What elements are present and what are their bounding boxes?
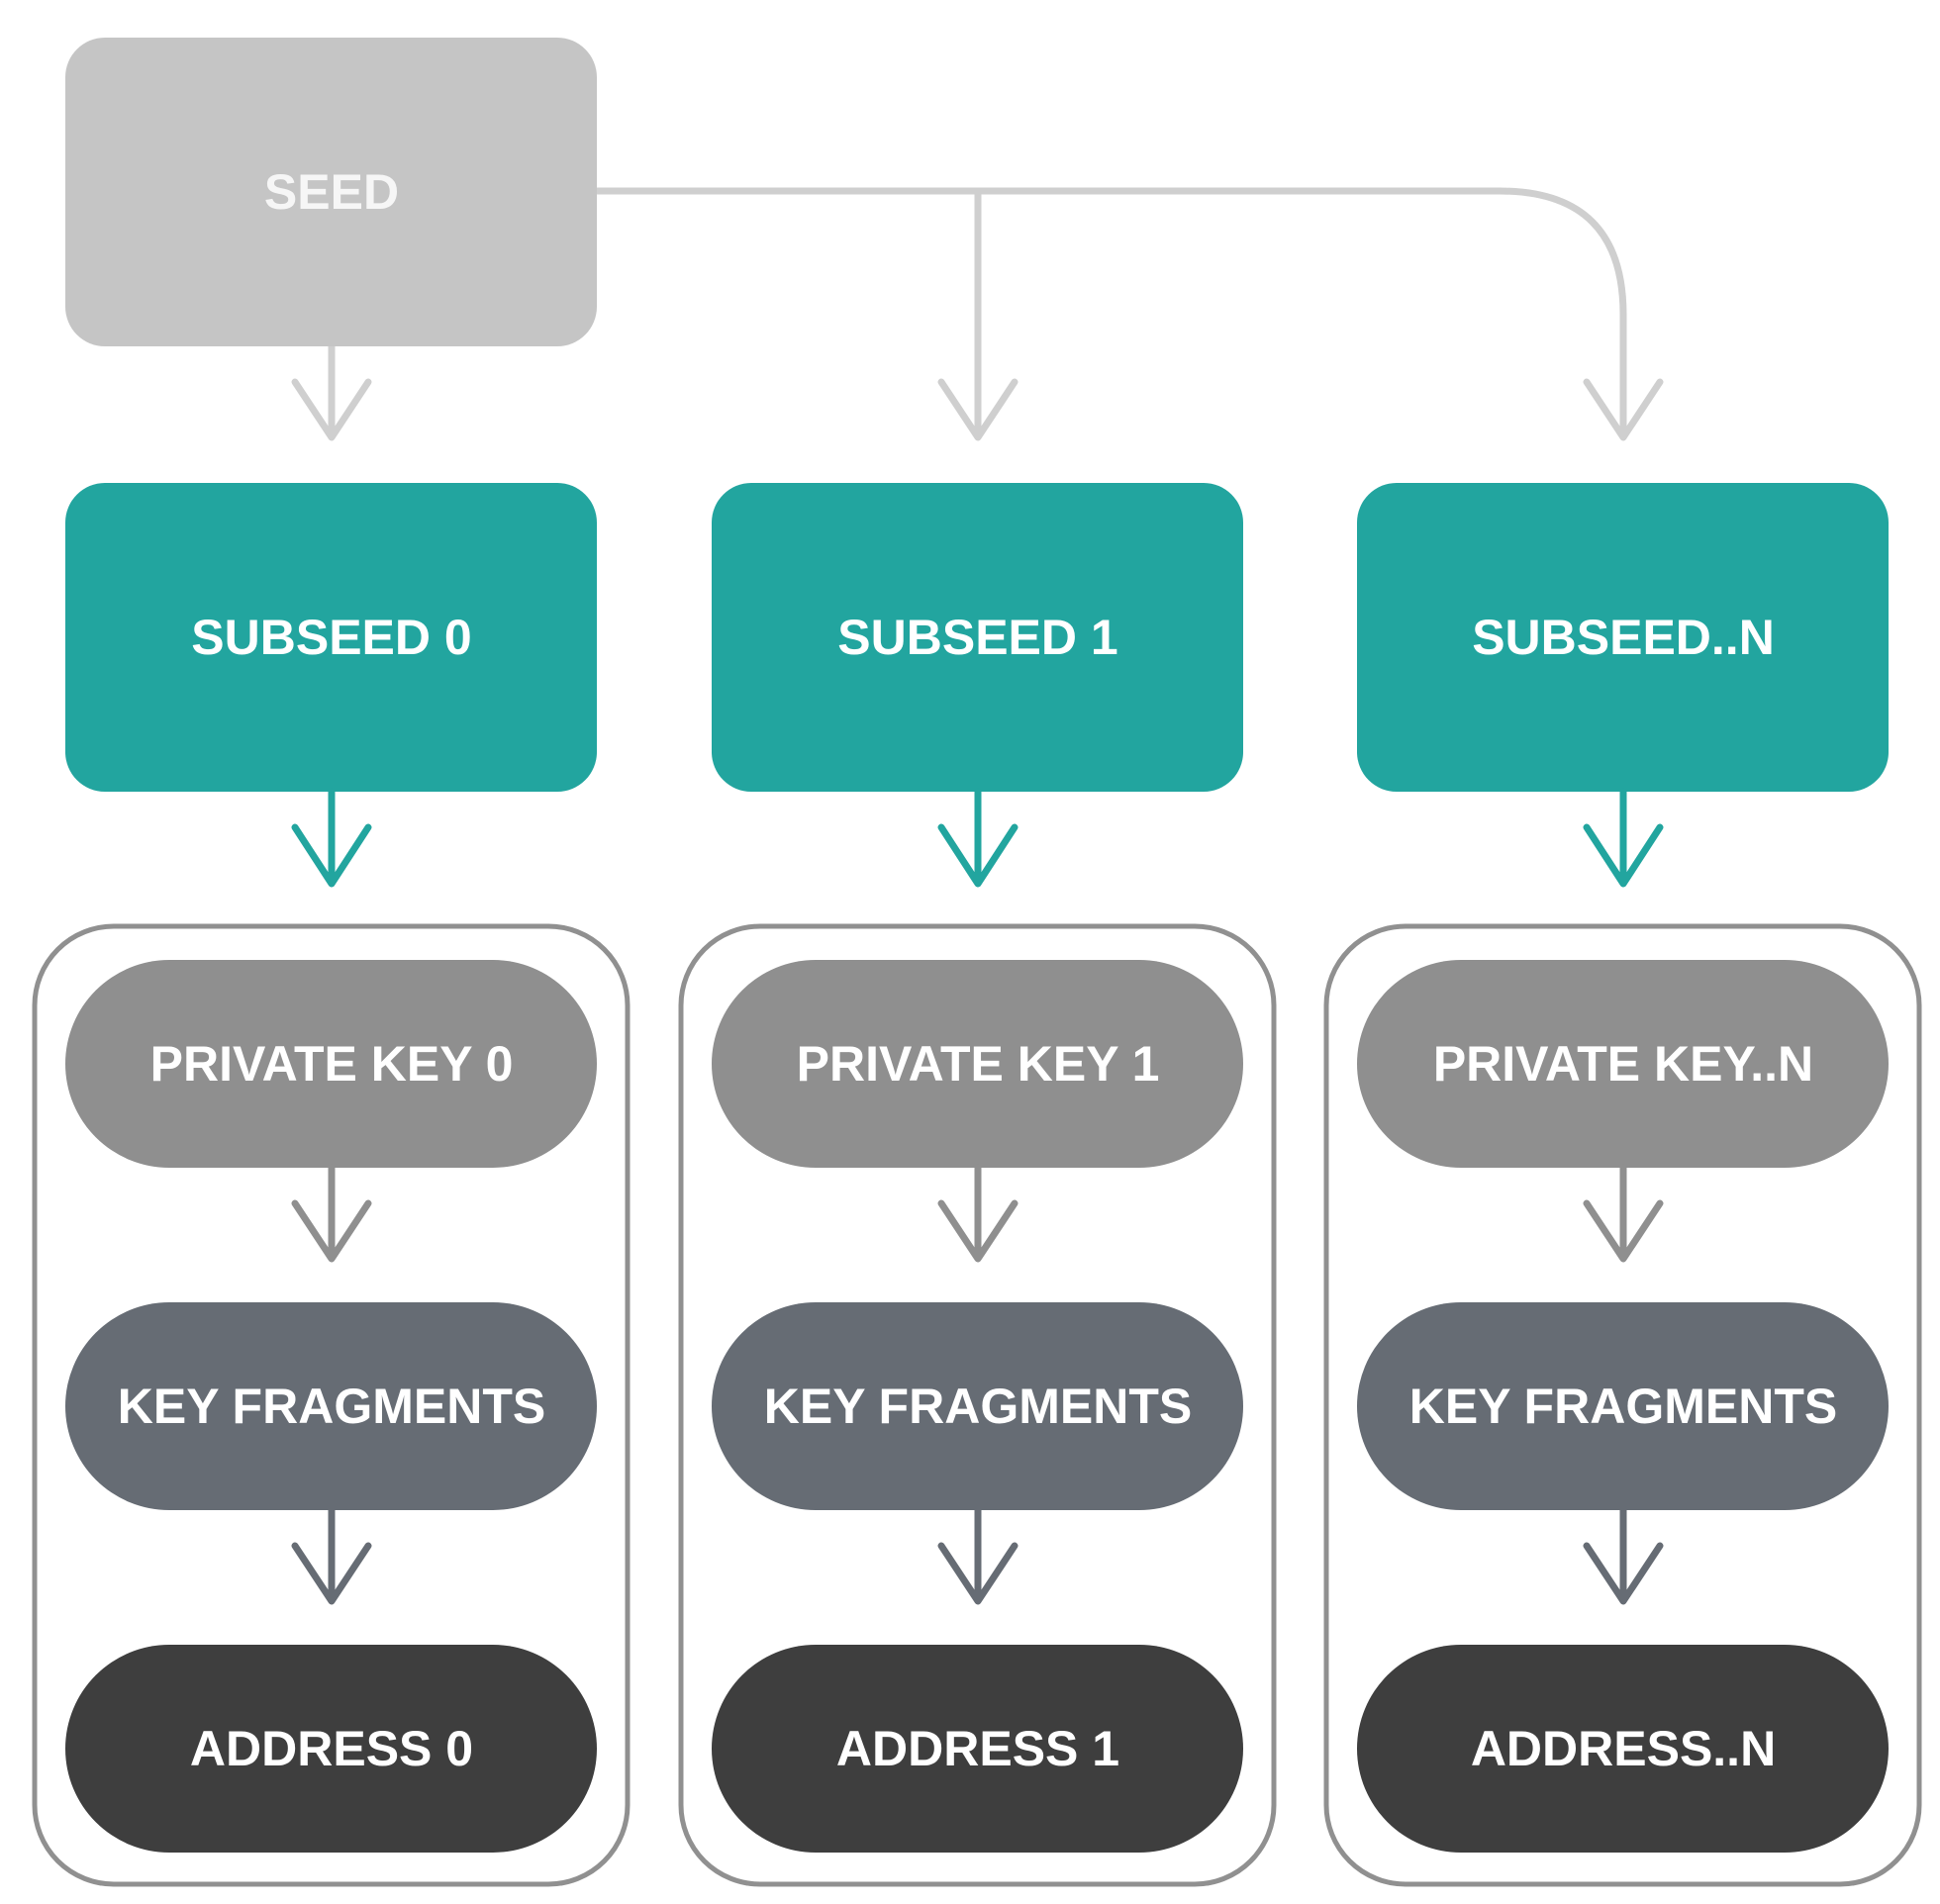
key-fragments-1-arrow-icon [937,1506,1018,1605]
address-0-label: ADDRESS 0 [190,1721,473,1776]
seed-to-subseed-1-arrowhead [937,378,1018,441]
private-key-n-arrow-icon [1583,1164,1664,1263]
group-n-border [1323,923,1922,1887]
private-key-n-pill [1357,960,1889,1168]
subseed-1-box [712,483,1243,792]
key-fragments-n-label: KEY FRAGMENTS [1409,1379,1837,1434]
private-key-1-label: PRIVATE KEY 1 [797,1036,1160,1092]
key-fragments-n-pill [1357,1302,1889,1510]
seed-node: SEED [65,38,597,346]
address-1-pill [712,1645,1243,1853]
key-fragments-0-label: KEY FRAGMENTS [118,1379,545,1434]
address-n-label: ADDRESS..N [1471,1721,1776,1776]
seed-branch-line [590,187,1627,439]
private-key-n-label: PRIVATE KEY..N [1433,1036,1813,1092]
subseed-0-box [65,483,597,792]
seed-to-subseed-n-arrowhead [1583,378,1664,441]
key-fragments-0-arrow-icon [291,1506,372,1605]
address-0-pill [65,1645,597,1853]
subseed-0-label: SUBSEED 0 [191,610,471,665]
seed-connectors [291,187,1664,441]
key-fragments-1-pill [712,1302,1243,1510]
group-0-border [32,923,630,1887]
seed-to-subseed-0-arrowhead [291,378,372,441]
private-key-1-arrow-icon [937,1164,1018,1263]
key-fragments-1-label: KEY FRAGMENTS [764,1379,1192,1434]
private-key-0-arrow-icon [291,1164,372,1263]
subseed-n-box [1357,483,1889,792]
address-1-label: ADDRESS 1 [836,1721,1119,1776]
key-fragments-0-pill [65,1302,597,1510]
subseed-0-arrow-icon [291,788,372,888]
subseed-1-arrow-icon [937,788,1018,888]
group-1-border [678,923,1277,1887]
subseed-n-arrow-icon [1583,788,1664,888]
key-fragments-n-arrow-icon [1583,1506,1664,1605]
subseed-n-label: SUBSEED..N [1472,610,1775,665]
column-n: SUBSEED..N PRIVATE KEY..N KEY FRAGMENTS … [1323,483,1922,1887]
seed-label: SEED [264,164,399,220]
private-key-0-label: PRIVATE KEY 0 [150,1036,514,1092]
private-key-0-pill [65,960,597,1168]
column-0: SUBSEED 0 PRIVATE KEY 0 KEY FRAGMENTS AD… [32,483,630,1887]
subseed-1-label: SUBSEED 1 [837,610,1117,665]
address-n-pill [1357,1645,1889,1853]
column-1: SUBSEED 1 PRIVATE KEY 1 KEY FRAGMENTS AD… [678,483,1277,1887]
private-key-1-pill [712,960,1243,1168]
